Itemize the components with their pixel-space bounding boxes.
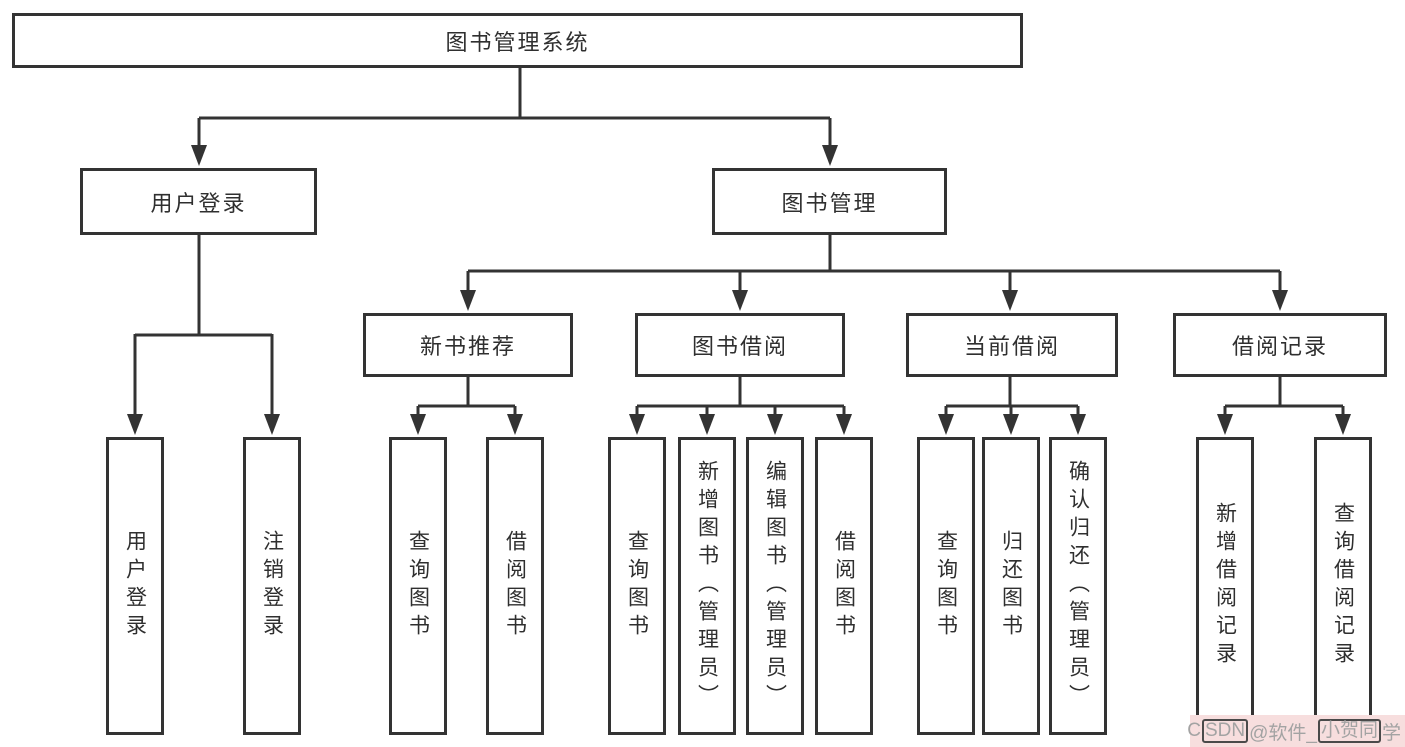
leaf-return-books-label: 归还图书 bbox=[999, 530, 1023, 642]
leaf-edit-book-admin: 编辑图书（管理员） bbox=[746, 437, 804, 735]
leaf-query-borrow-record: 查询借阅记录 bbox=[1314, 437, 1372, 735]
leaf-borrow-query-books: 查询图书 bbox=[608, 437, 666, 735]
node-borrow-records-label: 借阅记录 bbox=[1231, 334, 1328, 359]
leaf-edit-book-admin-label: 编辑图书（管理员） bbox=[763, 460, 787, 712]
node-user-login: 用户登录 bbox=[80, 168, 317, 235]
node-new-book-recommend: 新书推荐 bbox=[363, 313, 573, 377]
leaf-add-borrow-record: 新增借阅记录 bbox=[1196, 437, 1254, 735]
connector-new-book-recommend-to-leaves bbox=[416, 377, 517, 419]
leaf-confirm-return-admin: 确认归还（管理员） bbox=[1049, 437, 1107, 735]
leaf-return-books: 归还图书 bbox=[982, 437, 1040, 735]
node-book-borrow-label: 图书借阅 bbox=[691, 334, 788, 359]
leaf-add-borrow-record-label: 新增借阅记录 bbox=[1213, 502, 1237, 670]
node-current-borrow: 当前借阅 bbox=[906, 313, 1118, 377]
leaf-current-query-books-label: 查询图书 bbox=[934, 530, 958, 642]
connector-root-to-level2 bbox=[197, 68, 832, 150]
leaf-add-book-admin-label: 新增图书（管理员） bbox=[695, 460, 719, 712]
leaf-user-login-label: 用户登录 bbox=[123, 530, 147, 642]
node-book-management: 图书管理 bbox=[712, 168, 947, 235]
node-user-login-label: 用户登录 bbox=[150, 190, 247, 216]
leaf-logout-label: 注销登录 bbox=[260, 530, 284, 642]
leaf-borrow-query-books-label: 查询图书 bbox=[625, 530, 649, 642]
node-book-management-label: 图书管理 bbox=[781, 190, 878, 216]
leaf-recommend-query-books-label: 查询图书 bbox=[406, 530, 430, 642]
leaf-confirm-return-admin-label: 确认归还（管理员） bbox=[1066, 460, 1090, 712]
node-library-management-system: 图书管理系统 bbox=[12, 13, 1023, 68]
leaf-borrow-books-label: 借阅图书 bbox=[832, 530, 856, 642]
node-borrow-records: 借阅记录 bbox=[1173, 313, 1387, 377]
node-library-management-system-label: 图书管理系统 bbox=[445, 29, 590, 55]
connector-user-login-to-leaves bbox=[133, 235, 274, 419]
leaf-current-query-books: 查询图书 bbox=[917, 437, 975, 735]
leaf-query-borrow-record-label: 查询借阅记录 bbox=[1331, 502, 1355, 670]
connector-current-borrow-to-leaves bbox=[944, 377, 1080, 419]
leaf-recommend-query-books: 查询图书 bbox=[389, 437, 447, 735]
leaf-borrow-books: 借阅图书 bbox=[815, 437, 873, 735]
connector-book-borrow-to-leaves bbox=[635, 377, 846, 419]
node-current-borrow-label: 当前借阅 bbox=[963, 334, 1060, 359]
watermark-text-sdn: SDN bbox=[1201, 718, 1249, 744]
watermark-text-xiaohe: 小贺同 bbox=[1317, 718, 1381, 744]
leaf-recommend-borrow-books-label: 借阅图书 bbox=[503, 530, 527, 642]
node-book-borrow: 图书借阅 bbox=[635, 313, 845, 377]
leaf-logout: 注销登录 bbox=[243, 437, 301, 735]
watermark-text-xue: 学 bbox=[1381, 722, 1401, 744]
watermark-text-mid: @软件_ bbox=[1249, 722, 1317, 744]
connector-borrow-records-to-leaves bbox=[1223, 377, 1345, 419]
connector-book-management-to-level3 bbox=[466, 235, 1282, 295]
leaf-recommend-borrow-books: 借阅图书 bbox=[486, 437, 544, 735]
leaf-add-book-admin: 新增图书（管理员） bbox=[678, 437, 736, 735]
watermark-text-c: C bbox=[1187, 720, 1201, 741]
node-new-book-recommend-label: 新书推荐 bbox=[419, 334, 516, 359]
leaf-user-login: 用户登录 bbox=[106, 437, 164, 735]
